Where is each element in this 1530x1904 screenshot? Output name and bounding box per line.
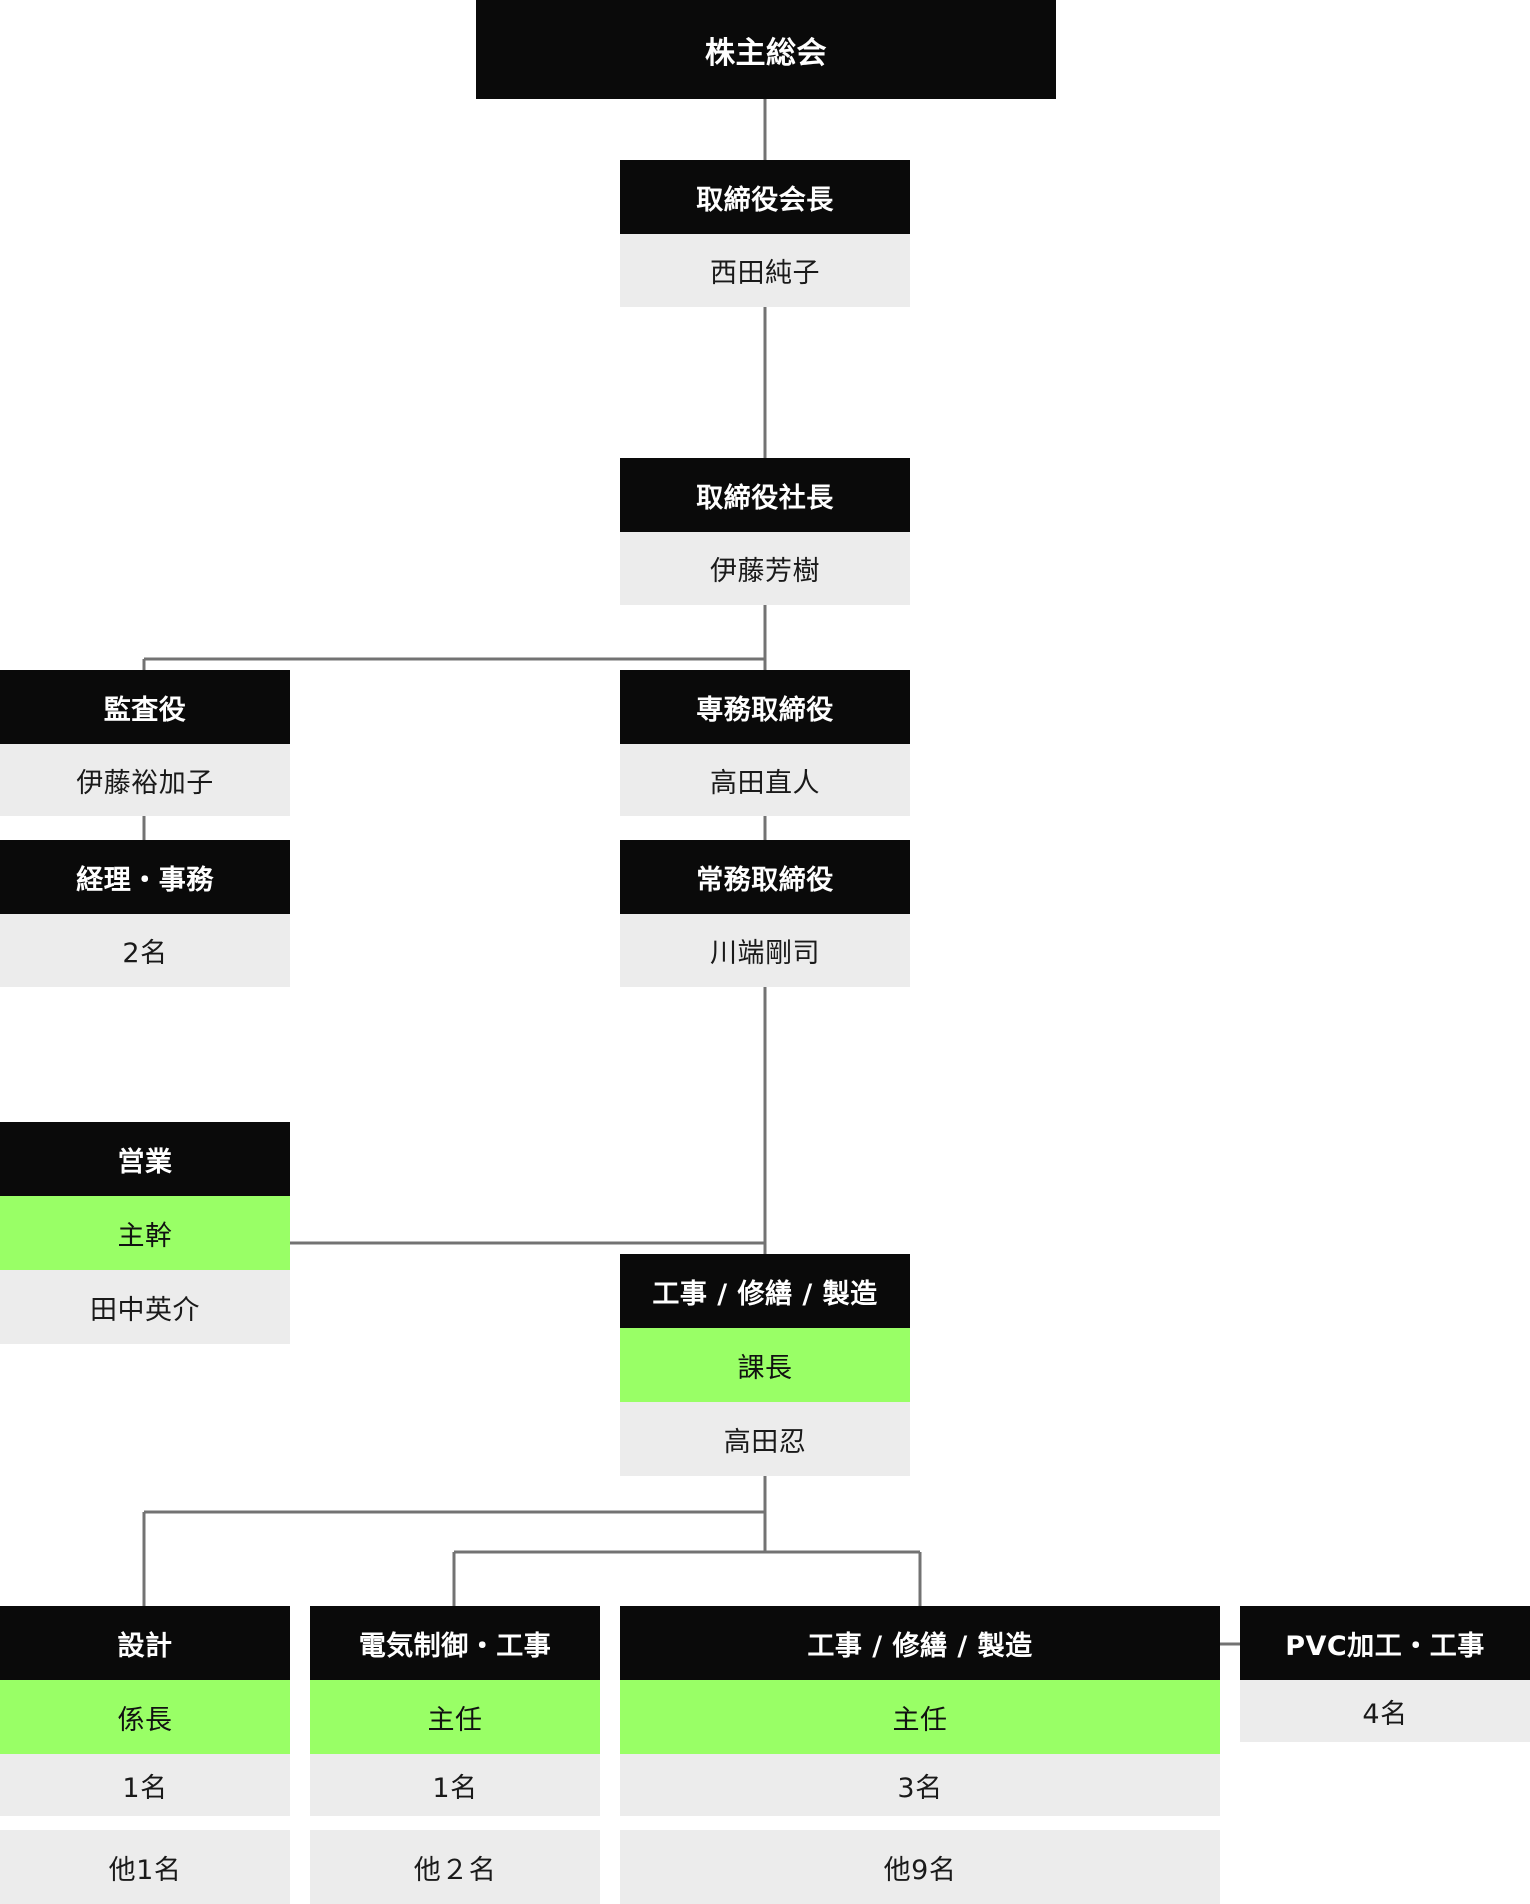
sales-position: 主幹 — [0, 1196, 290, 1270]
senior-md-title: 専務取締役 — [620, 670, 910, 744]
sales-name: 田中英介 — [0, 1270, 290, 1344]
president-name: 伊藤芳樹 — [620, 532, 910, 605]
construction-team-others: 他9名 — [620, 1830, 1220, 1904]
design-count: 1名 — [0, 1754, 290, 1816]
construction-team-count: 3名 — [620, 1754, 1220, 1816]
pvc-count: 4名 — [1240, 1680, 1530, 1742]
construction-team-position: 主任 — [620, 1680, 1220, 1754]
design-others: 他1名 — [0, 1830, 290, 1904]
auditor-title: 監査役 — [0, 670, 290, 744]
chairman-name: 西田純子 — [620, 234, 910, 307]
president-title: 取締役社長 — [620, 458, 910, 532]
electrical-position: 主任 — [310, 1680, 600, 1754]
chairman-title: 取締役会長 — [620, 160, 910, 234]
auditor-name: 伊藤裕加子 — [0, 744, 290, 816]
design-position: 係長 — [0, 1680, 290, 1754]
design-title: 設計 — [0, 1606, 290, 1680]
managing-director-name: 川端剛司 — [620, 914, 910, 987]
pvc-title: PVC加工・工事 — [1240, 1606, 1530, 1680]
electrical-others: 他２名 — [310, 1830, 600, 1904]
accounting-title: 経理・事務 — [0, 840, 290, 914]
construction-team-title: 工事 / 修繕 / 製造 — [620, 1606, 1220, 1680]
construction-dept-name: 高田忍 — [620, 1402, 910, 1476]
electrical-count: 1名 — [310, 1754, 600, 1816]
electrical-title: 電気制御・工事 — [310, 1606, 600, 1680]
accounting-count: 2名 — [0, 914, 290, 987]
managing-director-title: 常務取締役 — [620, 840, 910, 914]
shareholders-meeting-box: 株主総会 — [476, 0, 1056, 99]
senior-md-name: 高田直人 — [620, 744, 910, 816]
construction-dept-title: 工事 / 修繕 / 製造 — [620, 1254, 910, 1328]
construction-dept-position: 課長 — [620, 1328, 910, 1402]
sales-title: 営業 — [0, 1122, 290, 1196]
